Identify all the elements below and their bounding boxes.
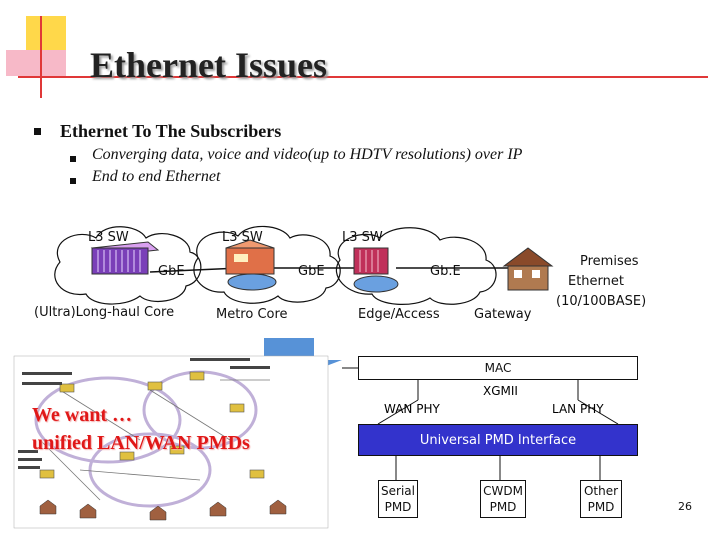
bullet-marker [34,128,41,135]
overlay-line-2: unified LAN/WAN PMDs [32,432,250,454]
sub-bullet-2: End to end Ethernet [92,168,221,185]
lan-phy-label: LAN PHY [552,402,604,416]
cwdm-pmd-box: CWDM PMD [480,480,526,518]
segment-metro: Metro Core [216,307,288,322]
universal-pmd-box: Universal PMD Interface [358,424,638,456]
other-pmd-box: Other PMD [580,480,622,518]
pmd-line: Other [583,484,619,498]
pmd-line: PMD [587,500,615,514]
cloud-metro [193,225,341,304]
sub-bullet-1: Converging data, voice and video(up to H… [92,146,523,163]
switch-label-3: L3 SW [342,230,383,245]
stack-connectors [377,380,619,424]
pmd-line: PMD [384,500,412,514]
link-label-1: GbE [158,264,185,279]
bullet-marker [70,156,76,162]
segment-gateway: Gateway [474,307,532,322]
switch-label-1: L3 SW [88,230,129,245]
switch-icon-1 [90,241,160,275]
pmd-connectors [395,456,601,482]
link-label-3: Gb.E [430,264,461,279]
link-label-2: GbE [298,264,325,279]
segment-longhaul: (Ultra)Long-haul Core [34,305,175,320]
premises-label-3: (10/100BASE) [556,294,647,309]
switch-label-2: L3 SW [222,230,263,245]
link-line [149,267,241,273]
wan-phy-label: WAN PHY [384,402,440,416]
overlay-line-1: We want … [32,404,132,426]
segment-edge: Edge/Access [358,307,440,322]
premises-label-1: Premises [580,254,639,269]
mac-box: MAC [358,356,638,380]
page-number: 26 [678,500,692,513]
main-bullet: Ethernet To The Subscribers [60,121,282,141]
pmd-line: Serial [381,484,415,498]
pmd-line: CWDM [483,484,523,498]
pmd-line: PMD [489,500,517,514]
house-icon [502,247,554,291]
network-map-figure [13,355,329,529]
serial-pmd-box: Serial PMD [378,480,418,518]
slide-title: Ethernet Issues [90,45,328,85]
switch-icon-3 [353,247,399,293]
cloud-edge [335,227,497,305]
bullet-marker [70,178,76,184]
xgmii-label: XGMII [483,384,518,398]
mac-label: MAC [484,361,512,375]
universal-pmd-label: Universal PMD Interface [419,432,577,448]
switch-icon-2 [225,239,277,291]
premises-label-2: Ethernet [568,274,624,289]
